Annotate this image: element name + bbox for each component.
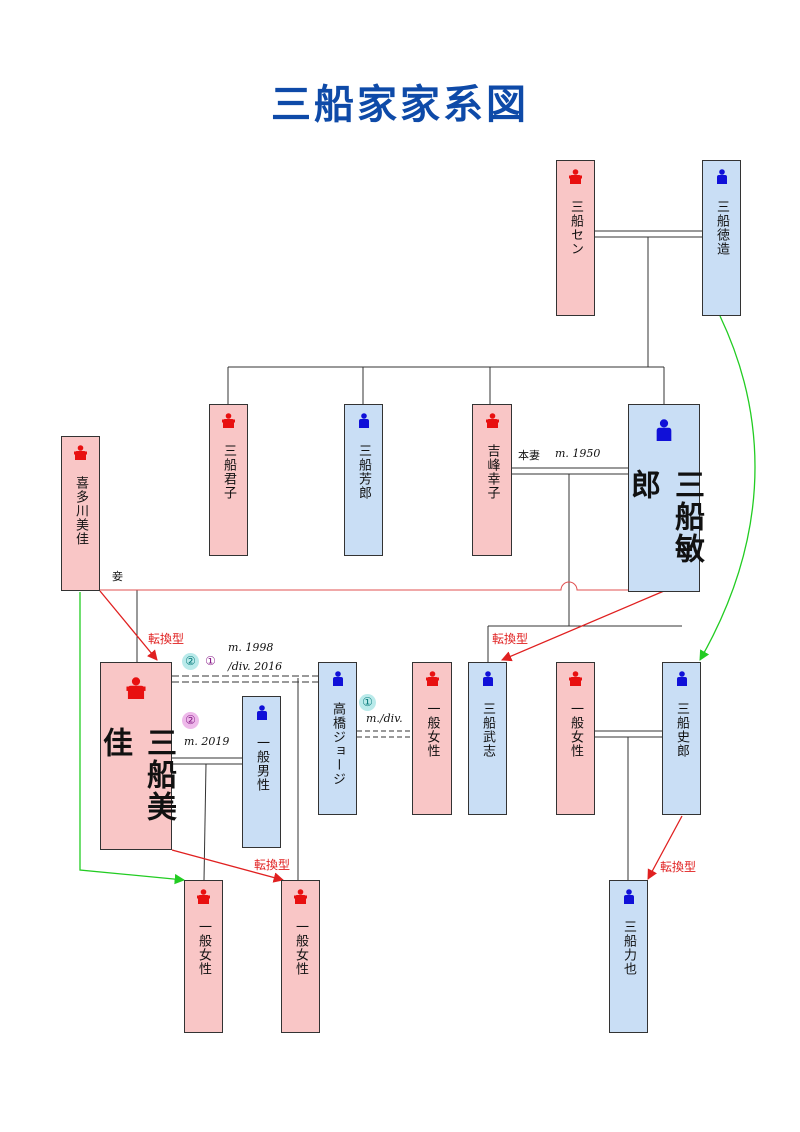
female-person-icon [294, 889, 307, 908]
marriage-date-2019: m. 2019 [184, 735, 230, 748]
mekake-label: 妾 [112, 570, 123, 583]
honsai-label: 本妻 [518, 449, 540, 462]
concubine-line [100, 581, 628, 591]
person-name: 三船敏郎 [625, 469, 704, 565]
female-person-icon [74, 445, 87, 464]
female-person-icon [222, 413, 235, 432]
marriage-date-1998: m. 1998 [228, 641, 274, 654]
person-name: 一般女性 [293, 920, 308, 976]
person-name: 一般女性 [424, 702, 440, 758]
lineage-arrow-tokuzo-shiro [699, 315, 756, 661]
male-person-icon [623, 889, 635, 908]
person-name: 三船徳造 [714, 200, 729, 256]
person-name: 三船史郎 [674, 702, 689, 758]
person-name: 三船君子 [221, 444, 236, 500]
conversion-label-daughter: 転換型 [254, 858, 291, 872]
person-mifune-sen: 三船セン [556, 160, 595, 316]
male-person-icon [482, 671, 494, 690]
marriage-date-1950: m. 1950 [555, 447, 601, 460]
person-ippan-josei-mika-daughter-2: 一般女性 [281, 880, 320, 1033]
person-name: 三船芳郎 [356, 444, 371, 500]
female-person-icon [569, 671, 582, 690]
person-name: 三船セン [568, 200, 583, 256]
person-name: 喜多川美佳 [73, 476, 88, 546]
person-ippan-josei-george-wife: 一般女性 [412, 662, 452, 815]
male-person-icon [358, 413, 370, 432]
person-mifune-tokuzo: 三船徳造 [702, 160, 741, 316]
male-person-icon [676, 671, 688, 690]
conversion-label-mika: 転換型 [148, 632, 185, 646]
person-mifune-mika: 三船美佳 [97, 662, 176, 850]
marriage-number-badge: ① [205, 654, 216, 668]
person-name: 高橋ジョージ [330, 702, 345, 786]
female-person-icon [485, 413, 499, 432]
conversion-arrow-shiro-rikiya [647, 815, 683, 880]
person-kitagawa-mika: 喜多川美佳 [61, 436, 100, 591]
person-mifune-rikiya: 三船力也 [609, 880, 648, 1033]
male-person-icon [332, 671, 344, 690]
person-ippan-josei-mika-daughter-1: 一般女性 [184, 880, 223, 1033]
person-name: 吉峰幸子 [484, 444, 500, 500]
person-name: 三船美佳 [97, 727, 176, 823]
marriage-number-badge: ② [182, 653, 199, 670]
female-person-icon [125, 677, 147, 703]
conversion-arrow-kitagawa-mika [99, 590, 158, 661]
person-mifune-yoshiro: 三船芳郎 [344, 404, 383, 556]
male-person-icon [256, 705, 268, 724]
conversion-arrow-mika-daughter [171, 849, 285, 883]
page-title: 三船家家系図 [271, 81, 529, 128]
person-yoshimine-sachiko: 吉峰幸子 [472, 404, 512, 556]
marriage-divorce-label: m./div. [366, 712, 403, 725]
person-ippan-dansei: 一般男性 [242, 696, 281, 848]
marriage-number-badge: ① [359, 694, 376, 711]
female-person-icon [569, 169, 582, 188]
conversion-arrow-toshiro-takeshi [501, 590, 665, 662]
person-name: 三船力也 [621, 920, 636, 976]
divorce-date-2016: /div. 2016 [228, 660, 283, 673]
person-name: 一般女性 [568, 702, 583, 758]
person-ippan-josei-shiro-wife: 一般女性 [556, 662, 595, 815]
person-name: 一般男性 [254, 736, 269, 792]
person-name: 三船武志 [480, 702, 495, 758]
female-person-icon [425, 671, 439, 690]
marriage-number-badge: ② [182, 712, 199, 729]
conversion-label-takeshi: 転換型 [492, 632, 529, 646]
male-person-icon [654, 419, 674, 445]
person-mifune-shiro: 三船史郎 [662, 662, 701, 815]
female-person-icon [197, 889, 210, 908]
lineage-arrow-kitagawa-granddaughter [79, 592, 186, 885]
person-mifune-toshiro: 三船敏郎 [625, 404, 704, 592]
person-mifune-kimiko: 三船君子 [209, 404, 248, 556]
male-person-icon [716, 169, 728, 188]
person-takahashi-george: 高橋ジョージ [318, 662, 357, 815]
person-mifune-takeshi: 三船武志 [468, 662, 507, 815]
person-name: 一般女性 [196, 920, 211, 976]
conversion-label-rikiya: 転換型 [660, 860, 697, 874]
